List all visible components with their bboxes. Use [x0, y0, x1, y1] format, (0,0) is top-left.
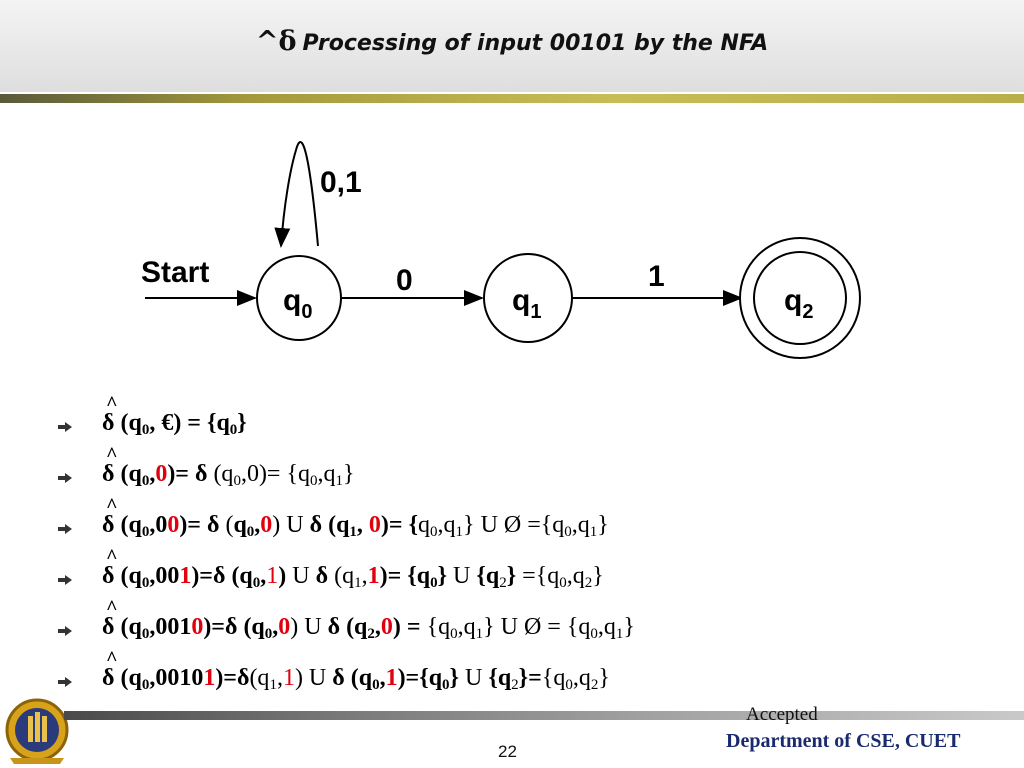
self-loop-label: 0,1 [320, 166, 362, 199]
state-q1-label: q1 [512, 284, 541, 323]
edge-q0-q1-label: 0 [396, 264, 413, 297]
arrow-bullet-icon [58, 575, 72, 585]
page-number: 22 [498, 742, 517, 761]
arrow-bullet-icon [58, 473, 72, 483]
header-rule [0, 94, 1024, 103]
state-q0-label: q0 [283, 284, 312, 323]
nfa-diagram: 0,1 Start q0 0 q1 1 q2 [141, 141, 861, 359]
derivation-text-5: ^δ (q0,0010)=δ (q0,0) U δ (q2,0) = {q0,q… [102, 597, 635, 642]
derivation-text-3: ^δ (q0,00)= δ (q0,0) U δ (q1, 0)= {q0,q1… [102, 495, 609, 540]
derivation-text-6: ^δ (q0,00101)=δ(q1,1) U δ (q0,1)={q0} U … [102, 648, 610, 693]
state-q2 [753, 251, 847, 345]
title-symbol: ^δ [255, 26, 297, 57]
start-label: Start [141, 256, 209, 289]
arrow-bullet-icon [58, 524, 72, 534]
accepted-note: Accepted [746, 704, 818, 725]
title-text: Processing of input 00101 by the NFA [302, 31, 769, 56]
footer-rule [64, 711, 1024, 720]
state-q2-label: q2 [784, 284, 813, 323]
derivation-text-1: ^δ (q0, €) = {q0} [102, 393, 247, 438]
derivation-text-4: ^δ (q0,001)=δ (q0,1) U δ (q1,1)= {q0} U … [102, 546, 604, 591]
department-label: Department of CSE, CUET [726, 730, 961, 752]
self-loop-arrow [274, 141, 319, 248]
arrow-bullet-icon [58, 626, 72, 636]
arrow-bullet-icon [58, 422, 72, 432]
edge-q1-q2-label: 1 [648, 260, 665, 293]
cuet-logo-icon [5, 698, 69, 764]
derivation-text-2: ^δ (q0,0)= δ (q0,0)= {q0,q1} [102, 444, 355, 489]
arrow-bullet-icon [58, 677, 72, 687]
